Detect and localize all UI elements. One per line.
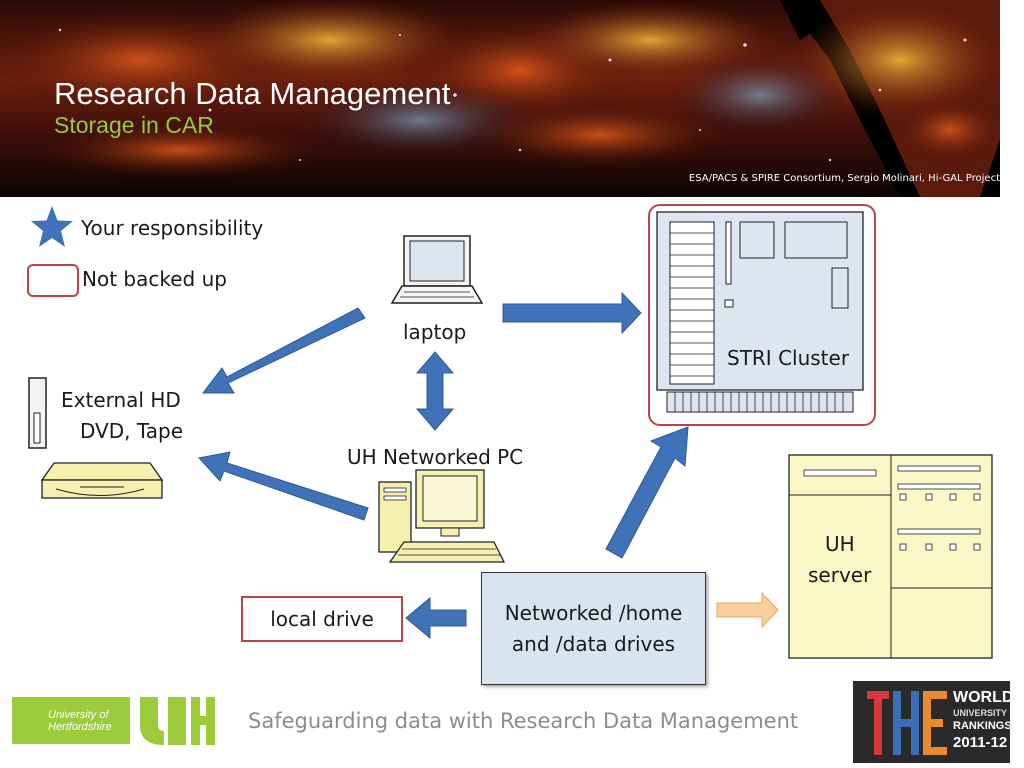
uh-pc-label: UH Networked PC <box>347 445 524 469</box>
dvd-drive-icon <box>40 462 164 499</box>
networked-drives-box: Networked /home and /data drives <box>481 572 706 685</box>
page-subtitle: Storage in CAR <box>54 112 214 138</box>
arrow-pc-to-external <box>198 451 369 521</box>
arrow-networked-to-local <box>405 596 467 640</box>
uh-server-label-line2: server <box>808 563 872 587</box>
the-badge-year: 2011-12 <box>953 734 1008 751</box>
arrow-networked-to-server <box>716 591 779 629</box>
the-badge-university: UNIVERSITY <box>953 708 1008 718</box>
legend-not-backed-up-swatch <box>27 264 79 297</box>
legend-not-backed-up-label: Not backed up <box>82 267 227 291</box>
uh-server-icon <box>788 454 993 659</box>
stri-cluster-icon <box>656 211 864 413</box>
the-rankings-badge: WORLD UNIVERSITY RANKINGS 2011-12 <box>853 681 1014 763</box>
page-title: Research Data Management <box>54 76 451 111</box>
image-credit: ESA/PACS & SPIRE Consortium, Sergio Moli… <box>688 173 1000 184</box>
uh-logo-mark-icon <box>140 697 215 745</box>
local-drive-label: local drive <box>270 607 374 631</box>
local-drive-box: local drive <box>241 596 403 642</box>
desktop-pc-icon <box>378 469 506 563</box>
external-hd-icon <box>28 377 47 449</box>
uh-logo-line1: University of <box>48 709 109 721</box>
uh-logo-bar <box>12 697 130 744</box>
header-banner <box>0 0 1024 197</box>
arrow-networked-to-stri <box>605 426 689 559</box>
uh-server-label-line1: UH <box>825 532 855 556</box>
laptop-label: laptop <box>403 320 467 344</box>
stri-cluster-not-backed-frame <box>648 204 876 426</box>
arrow-laptop-pc <box>415 351 455 431</box>
galaxy-image <box>0 0 1024 197</box>
external-hd-label: External HD <box>61 388 181 412</box>
footer-tagline: Safeguarding data with Research Data Man… <box>248 709 799 733</box>
legend-responsibility-label: Your responsibility <box>81 216 264 240</box>
external-dvd-tape-label: DVD, Tape <box>80 419 184 443</box>
uh-logo-line2: Hertfordshire <box>48 721 112 733</box>
networked-drives-label-line1: Networked /home <box>504 600 683 625</box>
the-logo-icon <box>867 691 947 755</box>
the-badge-rankings: RANKINGS <box>953 720 1012 732</box>
arrow-laptop-to-stri <box>502 291 642 335</box>
stri-cluster-label: STRI Cluster <box>727 346 850 370</box>
arrow-laptop-to-external <box>201 307 366 394</box>
the-badge-world: WORLD <box>953 689 1014 706</box>
star-icon <box>31 206 73 247</box>
networked-drives-label-line2: and /data drives <box>511 631 676 656</box>
laptop-icon <box>390 235 484 304</box>
